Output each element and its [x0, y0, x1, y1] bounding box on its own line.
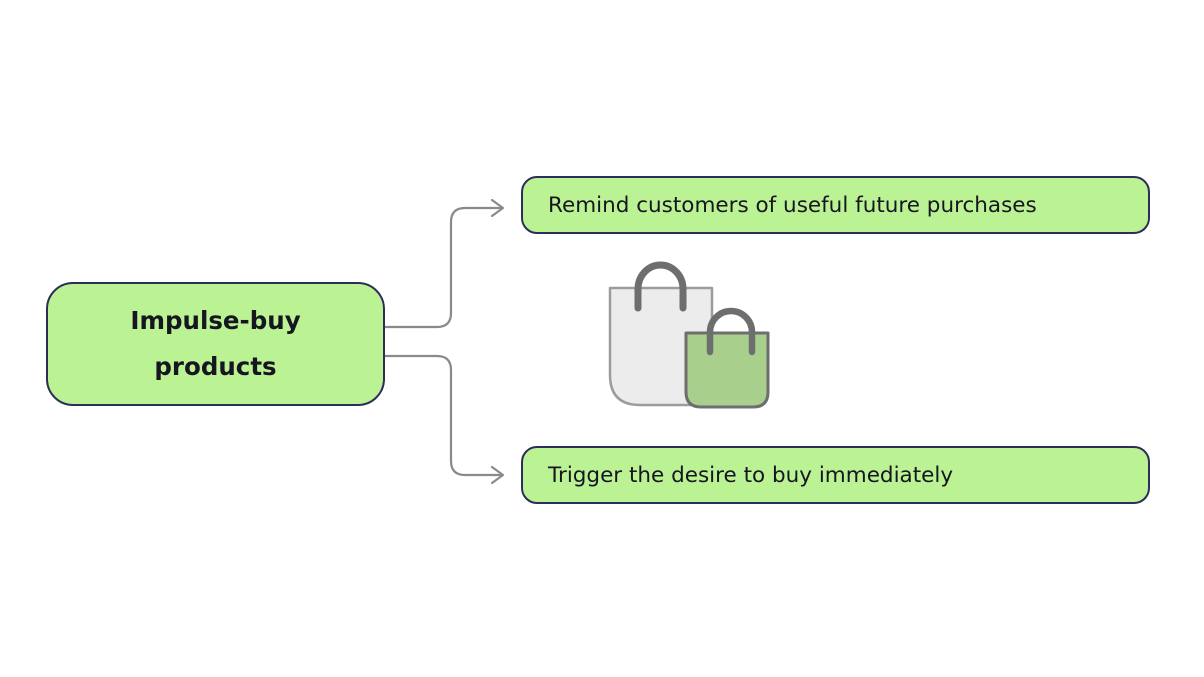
node-impulse-buy-products[interactable]: Impulse-buy products: [46, 282, 385, 406]
arrowhead-icon: [490, 465, 505, 485]
connector-top: [383, 198, 505, 329]
small-bag-handle-icon: [706, 307, 756, 356]
branch-label: Remind customers of useful future purcha…: [548, 192, 1037, 218]
small-bag: [684, 331, 770, 409]
root-node-label-line1: Impulse-buy: [130, 306, 301, 335]
root-node-label-line2: products: [154, 352, 277, 381]
shopping-bags-icon: [608, 261, 770, 409]
node-trigger-desire[interactable]: Trigger the desire to buy immediately: [521, 446, 1150, 504]
connector-bottom: [383, 354, 505, 485]
large-bag-handle-icon: [634, 261, 687, 312]
arrowhead-icon: [490, 198, 505, 218]
branch-label: Trigger the desire to buy immediately: [548, 462, 954, 488]
node-remind-customers[interactable]: Remind customers of useful future purcha…: [521, 176, 1150, 234]
